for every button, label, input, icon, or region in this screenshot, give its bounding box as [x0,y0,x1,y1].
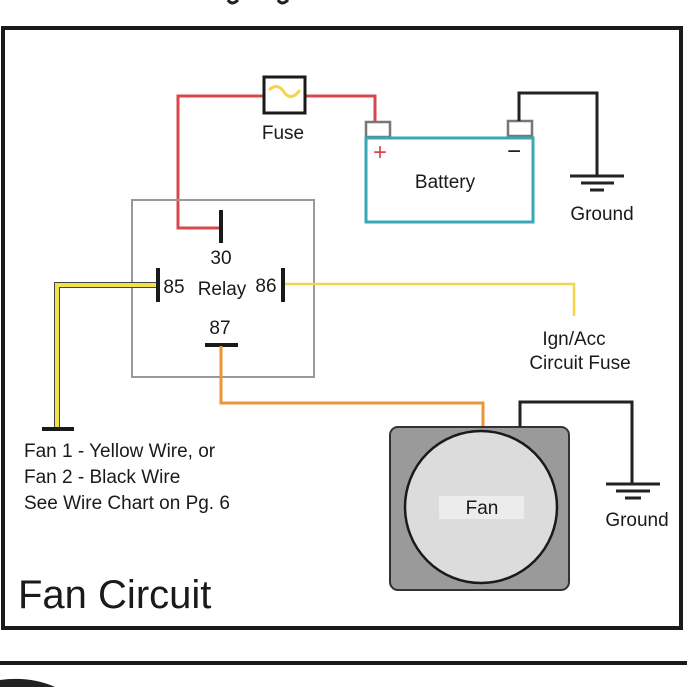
cropped-image-fragment [0,678,55,687]
ground-label-fan: Ground [605,510,668,531]
relay-box [131,199,315,378]
ign-acc-wire [285,282,576,316]
ign-acc-label: Ign/Acc [542,329,605,350]
relay-pin-86: 86 [255,276,276,297]
fan-power-wire [219,346,485,428]
relay-pin-87: 87 [209,318,230,339]
fan-icon [389,426,570,591]
diagram-frame [1,26,683,630]
note-line: Fan 1 - Yellow Wire, or [24,441,216,462]
power-wire-relay [176,94,263,230]
ground-icon [570,174,624,192]
battery-minus-sign: − [507,138,521,165]
ground-icon [606,482,660,500]
diagram-title: Fan Circuit [18,573,211,617]
note-line: See Wire Chart on Pg. 6 [24,493,230,514]
fuse-icon [262,75,307,115]
ground-wire-fan [518,400,634,483]
ground-label-battery: Ground [570,204,633,225]
relay-label: Relay [198,279,247,300]
fan-label: Fan [466,498,499,519]
relay-pin-30: 30 [210,248,231,269]
ground-wire-battery [517,91,599,175]
relay-pin-85: 85 [163,277,184,298]
battery-label: Battery [415,172,476,193]
fuse-label: Fuse [262,123,304,144]
trigger-wire-fan [55,283,156,428]
note-line: Fan 2 - Black Wire [24,467,180,488]
power-wire-battery [305,94,377,123]
relay-terminals [156,210,285,347]
circuit-fuse-label: Circuit Fuse [529,353,630,374]
battery-plus-sign: + [373,139,387,166]
cropped-heading-fragment [226,0,290,5]
battery-icon [364,119,535,224]
